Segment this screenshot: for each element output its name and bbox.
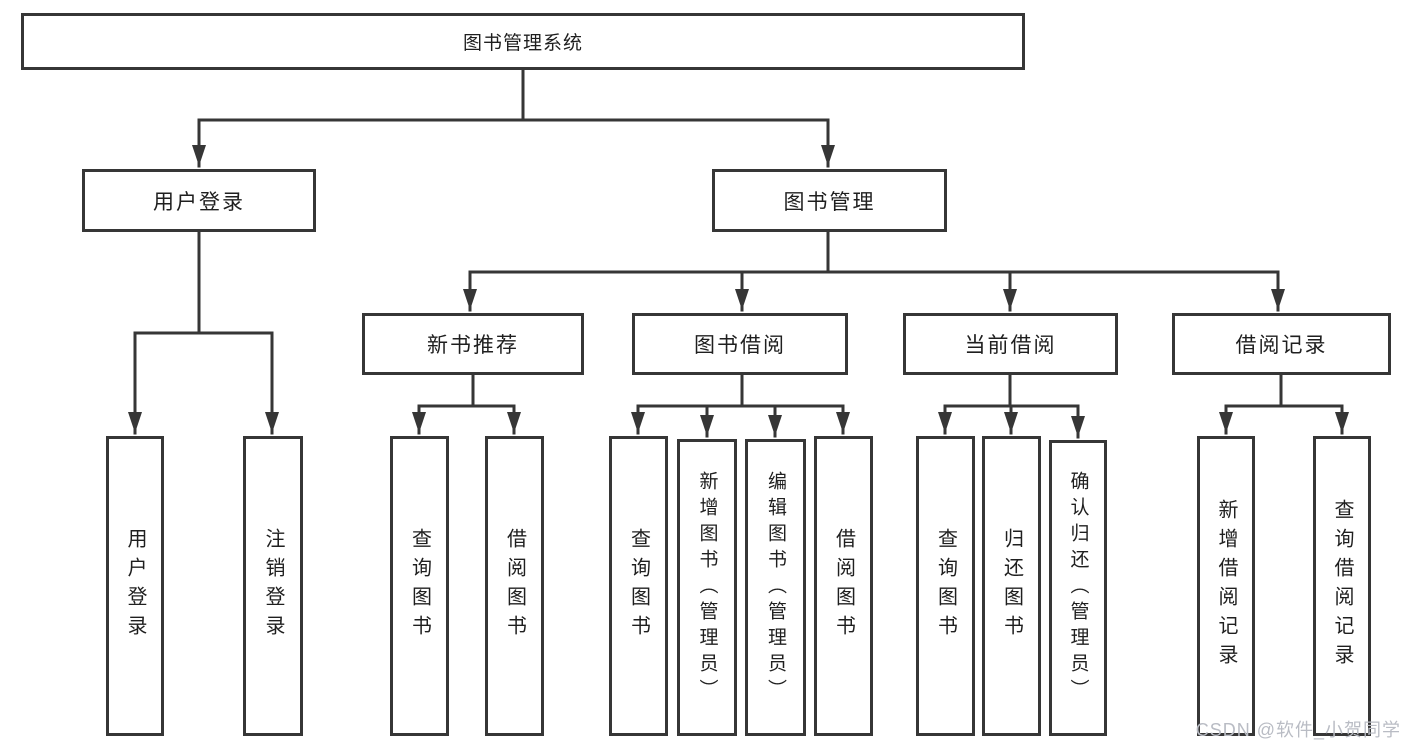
node-borrow-record-label: 借阅记录 xyxy=(1235,334,1328,357)
leaf-query-book-3-label: 查询图书 xyxy=(934,528,957,644)
node-library-system-label: 图书管理系统 xyxy=(462,33,583,54)
leaf-confirm-return-admin: 确认归还（管理员） xyxy=(1049,440,1107,736)
edge-borrow-record-to-leaves xyxy=(1219,373,1349,435)
leaf-user-login: 用户登录 xyxy=(106,436,164,736)
leaf-logout-label: 注销登录 xyxy=(262,528,284,644)
edge-root-to-level2 xyxy=(192,67,835,168)
leaf-query-book-1: 查询图书 xyxy=(390,436,449,736)
leaf-borrow-book-2-label: 借阅图书 xyxy=(832,528,855,644)
csdn-watermark: CSDN @软件_小贺同学 xyxy=(1195,720,1401,740)
node-book-borrow: 图书借阅 xyxy=(632,313,848,375)
leaf-add-book-admin: 新增图书（管理员） xyxy=(677,439,737,736)
leaf-add-borrow-record: 新增借阅记录 xyxy=(1197,436,1255,736)
leaf-borrow-book-1: 借阅图书 xyxy=(485,436,544,736)
leaf-query-borrow-record: 查询借阅记录 xyxy=(1313,436,1371,736)
node-new-book-recommend: 新书推荐 xyxy=(362,313,584,375)
edge-new-book-to-leaves xyxy=(412,373,521,435)
leaf-confirm-return-admin-label: 确认归还（管理员） xyxy=(1067,471,1089,705)
leaf-borrow-book-2: 借阅图书 xyxy=(814,436,873,736)
leaf-query-book-1-label: 查询图书 xyxy=(408,528,431,644)
node-library-system: 图书管理系统 xyxy=(21,13,1025,70)
edge-book-borrow-to-leaves xyxy=(631,373,850,438)
leaf-query-borrow-record-label: 查询借阅记录 xyxy=(1331,499,1353,673)
leaf-add-borrow-record-label: 新增借阅记录 xyxy=(1215,499,1237,673)
leaf-query-book-3: 查询图书 xyxy=(916,436,975,736)
leaf-edit-book-admin: 编辑图书（管理员） xyxy=(745,439,806,736)
leaf-user-login-label: 用户登录 xyxy=(124,528,146,644)
node-user-login-label: 用户登录 xyxy=(153,190,245,214)
edge-book-mgmt-to-level3 xyxy=(463,230,1285,312)
node-new-book-recommend-label: 新书推荐 xyxy=(427,334,519,357)
node-user-login: 用户登录 xyxy=(82,169,316,232)
edge-current-borrow-to-leaves xyxy=(938,373,1085,439)
leaf-query-book-2: 查询图书 xyxy=(609,436,668,736)
node-book-management: 图书管理 xyxy=(712,169,947,232)
leaf-return-book-label: 归还图书 xyxy=(1000,528,1023,644)
leaf-borrow-book-1-label: 借阅图书 xyxy=(503,528,526,644)
leaf-add-book-admin-label: 新增图书（管理员） xyxy=(696,470,718,705)
node-current-borrow-label: 当前借阅 xyxy=(964,334,1057,357)
leaf-query-book-2-label: 查询图书 xyxy=(627,528,650,644)
node-book-borrow-label: 图书借阅 xyxy=(694,334,786,357)
edge-user-login-to-leaves xyxy=(128,230,279,435)
node-borrow-record: 借阅记录 xyxy=(1172,313,1391,375)
node-current-borrow: 当前借阅 xyxy=(903,313,1118,375)
node-book-management-label: 图书管理 xyxy=(783,190,876,214)
leaf-logout: 注销登录 xyxy=(243,436,303,736)
leaf-return-book: 归还图书 xyxy=(982,436,1041,736)
leaf-edit-book-admin-label: 编辑图书（管理员） xyxy=(765,470,786,705)
